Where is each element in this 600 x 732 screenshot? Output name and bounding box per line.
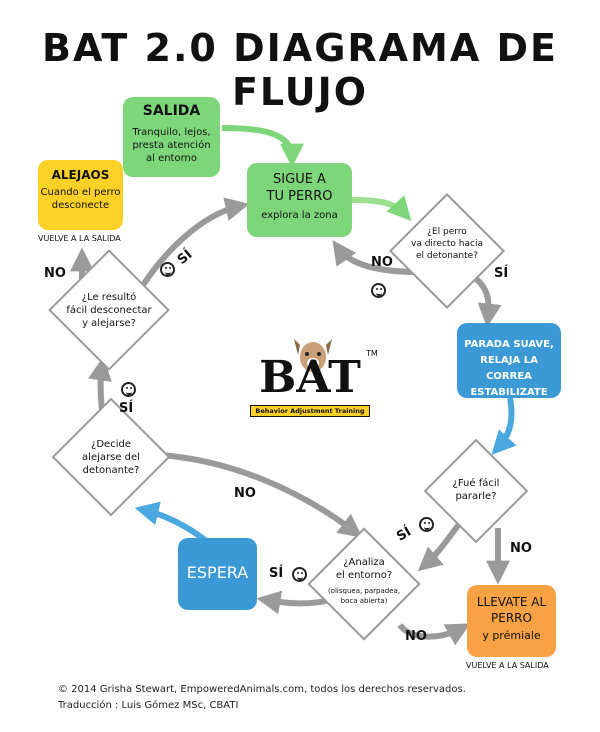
- footer-copyright: © 2014 Grisha Stewart, EmpoweredAnimals.…: [58, 684, 466, 695]
- label-si-decide: SÍ: [119, 401, 134, 416]
- bat-tm: TM: [366, 349, 378, 358]
- llevate-footer: VUELVE A LA SALIDA: [466, 661, 549, 670]
- label-no-decide: NO: [234, 486, 256, 501]
- arrow-analiza-si: [256, 590, 331, 615]
- box-salida: SALIDA Tranquilo, lejos, presta atención…: [123, 97, 220, 177]
- bat-letters: BAT: [259, 352, 361, 403]
- diamond-fue: [423, 438, 529, 544]
- diamond-directo: [389, 193, 505, 309]
- dog-icon: [294, 339, 332, 372]
- arrow-directo-no: [332, 240, 419, 275]
- diamond-decide: [51, 397, 171, 517]
- footer-translation: Traducción : Luis Gómez MSc, CBATI: [58, 700, 239, 711]
- diamond-analiza: [307, 527, 421, 641]
- arrow-espera-decide: [134, 501, 207, 543]
- box-espera: ESPERA: [178, 538, 257, 610]
- diamond-resulto: [48, 249, 170, 371]
- page-title: BAT 2.0 DIAGRAMA DE FLUJO: [41, 26, 559, 114]
- label-no-resulto: NO: [44, 266, 66, 281]
- smiley-icon: [121, 382, 136, 397]
- arrow-analiza-no: [397, 623, 471, 646]
- label-no-fue: NO: [510, 541, 532, 556]
- label-no-analiza: NO: [405, 629, 427, 644]
- arrow-sigue-directo: [351, 195, 412, 222]
- arrow-parada-fue: [491, 397, 517, 456]
- smiley-icon: [371, 283, 386, 298]
- arrow-salida-sigue: [221, 125, 304, 168]
- box-alejaos: ALEJAOS Cuando el perro desconecte: [38, 160, 123, 230]
- label-si-directo: SÍ: [494, 266, 509, 281]
- salida-title: SALIDA: [142, 103, 201, 119]
- bat-subtitle: Behavior Adjustment Training: [250, 405, 370, 417]
- box-llevate: LLEVATE AL PERRO y prémiale: [467, 585, 556, 657]
- smiley-icon: [419, 517, 434, 532]
- bat-logo: BAT TM Behavior Adjustment Training: [250, 337, 378, 423]
- arrow-resulto-sigue: [132, 197, 250, 300]
- alejaos-footer: VUELVE A LA SALIDA: [38, 234, 121, 243]
- box-parada: PARADA SUAVE, RELAJA LA CORREA ESTABILIZ…: [457, 323, 561, 398]
- label-si-analiza: SÍ: [269, 566, 284, 581]
- arrow-decide-analiza: [159, 452, 363, 538]
- smiley-icon: [292, 567, 307, 582]
- label-no-directo: NO: [371, 255, 393, 270]
- smiley-icon: [160, 262, 175, 277]
- box-sigue: SIGUE A TU PERRO explora la zona: [247, 163, 352, 237]
